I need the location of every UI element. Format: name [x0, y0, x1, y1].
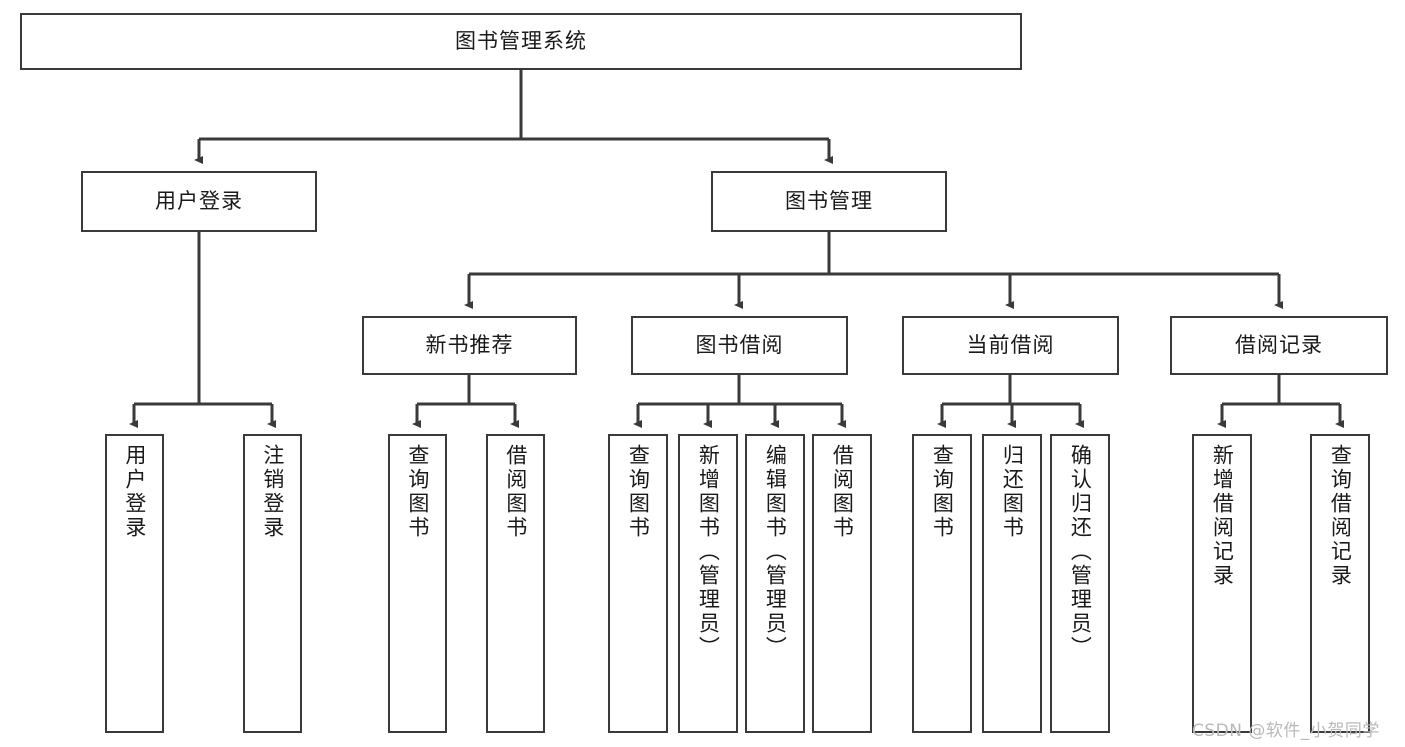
node-leaf-borrow-book-label: 借阅图书: [830, 444, 855, 540]
node-leaf-query-book-label: 查询图书: [626, 444, 651, 540]
node-current-borrow[interactable]: 当前借阅: [902, 316, 1119, 375]
node-user-login-label: 用户登录: [155, 189, 243, 214]
node-user-login[interactable]: 用户登录: [81, 171, 317, 232]
node-leaf-borrow-book-rec[interactable]: 借阅图书: [486, 434, 545, 733]
node-book-manage[interactable]: 图书管理: [711, 171, 947, 232]
node-leaf-logout-label: 注销登录: [260, 444, 285, 540]
node-book-borrow[interactable]: 图书借阅: [631, 316, 848, 375]
node-leaf-query-book-cur-label: 查询图书: [930, 444, 955, 540]
node-leaf-logout[interactable]: 注销登录: [243, 434, 302, 733]
node-leaf-add-book[interactable]: 新增图书（管理员）: [678, 434, 738, 733]
node-root-label: 图书管理系统: [455, 29, 587, 54]
node-new-book-rec[interactable]: 新书推荐: [362, 316, 577, 375]
node-leaf-confirm-return[interactable]: 确认归还（管理员）: [1050, 434, 1110, 733]
node-borrow-record[interactable]: 借阅记录: [1170, 316, 1388, 375]
node-leaf-confirm-return-label: 确认归还（管理员）: [1068, 444, 1093, 660]
node-leaf-add-record-label: 新增借阅记录: [1210, 444, 1235, 588]
node-book-borrow-label: 图书借阅: [695, 333, 784, 358]
node-root[interactable]: 图书管理系统: [20, 13, 1022, 70]
node-leaf-query-book-cur[interactable]: 查询图书: [912, 434, 972, 733]
node-leaf-query-book-rec[interactable]: 查询图书: [388, 434, 447, 733]
node-leaf-add-book-label: 新增图书（管理员）: [696, 444, 721, 660]
node-leaf-return-book[interactable]: 归还图书: [982, 434, 1042, 733]
node-leaf-query-book[interactable]: 查询图书: [608, 434, 668, 733]
node-leaf-borrow-book[interactable]: 借阅图书: [812, 434, 872, 733]
node-leaf-user-login-label: 用户登录: [122, 444, 147, 540]
node-leaf-user-login[interactable]: 用户登录: [105, 434, 164, 733]
node-leaf-borrow-book-rec-label: 借阅图书: [503, 444, 528, 540]
node-leaf-query-record[interactable]: 查询借阅记录: [1310, 434, 1370, 733]
node-leaf-add-record[interactable]: 新增借阅记录: [1192, 434, 1252, 733]
csdn-watermark: CSDN @软件_小贺同学: [1192, 721, 1380, 741]
node-new-book-rec-label: 新书推荐: [425, 333, 514, 358]
node-leaf-return-book-label: 归还图书: [1000, 444, 1025, 540]
node-leaf-edit-book[interactable]: 编辑图书（管理员）: [745, 434, 805, 733]
node-borrow-record-label: 借阅记录: [1235, 333, 1323, 358]
node-leaf-query-record-label: 查询借阅记录: [1328, 444, 1353, 588]
node-leaf-edit-book-label: 编辑图书（管理员）: [763, 444, 788, 660]
node-leaf-query-book-rec-label: 查询图书: [405, 444, 430, 540]
node-book-manage-label: 图书管理: [785, 189, 873, 214]
node-current-borrow-label: 当前借阅: [966, 333, 1055, 358]
